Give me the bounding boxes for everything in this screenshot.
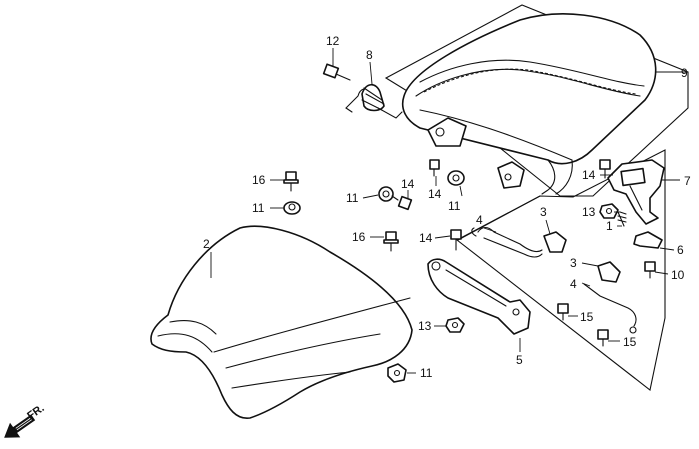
front-seat — [150, 225, 413, 419]
seat-bracket — [427, 258, 531, 335]
part-10-bolt — [644, 261, 656, 279]
callout-15-upper: 15 — [580, 310, 594, 324]
part-14-bolt-a — [391, 195, 413, 211]
callout-16-lower: 16 — [352, 230, 366, 244]
callout-11-left: 11 — [252, 201, 265, 215]
callout-5: 5 — [516, 353, 523, 367]
cowl-hook-tab — [497, 161, 525, 189]
cable-clip-upper — [543, 231, 567, 253]
part-11-grommet-right — [447, 170, 465, 186]
callout-4-lower: 4 — [570, 277, 577, 291]
callout-14-d: 14 — [582, 168, 596, 182]
part-14-bolt-c — [450, 229, 462, 251]
part-14-bolt-b — [429, 159, 440, 177]
part-12-bolt — [322, 63, 351, 81]
part-15-bolt-lower — [597, 329, 609, 347]
part-11-nut-bottom — [387, 363, 407, 383]
lock-spring — [617, 211, 627, 227]
callout-8: 8 — [366, 48, 373, 62]
seat-lock-cable-lower — [583, 283, 637, 334]
part-16-bolt-upper — [283, 171, 299, 192]
callout-15-lower: 15 — [623, 335, 637, 349]
callout-2: 2 — [203, 237, 210, 251]
callout-9: 9 — [681, 66, 688, 80]
callout-13-lower: 13 — [418, 319, 432, 333]
callout-14-c: 14 — [419, 231, 433, 245]
callout-11-mid: 11 — [346, 191, 359, 205]
callout-11-right: 11 — [448, 199, 461, 213]
callout-10: 10 — [671, 268, 685, 282]
leader-lines — [210, 48, 688, 374]
part-13-nut-right — [599, 203, 619, 219]
callout-12: 12 — [326, 34, 340, 48]
callout-4-upper: 4 — [476, 213, 483, 227]
seat-lock-assembly — [607, 159, 665, 225]
rear-seat-cowl — [401, 13, 657, 195]
callout-16-upper: 16 — [252, 173, 266, 187]
callout-11-bottom: 11 — [420, 366, 433, 380]
seat-lock-cable-upper — [471, 226, 543, 258]
callout-14-b: 14 — [428, 187, 442, 201]
callout-6: 6 — [677, 243, 684, 257]
callout-3-upper: 3 — [540, 205, 547, 219]
callout-13-right: 13 — [582, 205, 596, 219]
cable-clip-lower — [597, 261, 621, 283]
callout-1: 1 — [606, 219, 613, 233]
part-16-bolt-lower — [383, 231, 399, 252]
part-14-bolt-d — [599, 159, 611, 179]
front-arrow-icon — [4, 414, 36, 438]
seat-lock-spring — [345, 83, 403, 119]
callout-3-lower: 3 — [570, 256, 577, 270]
lock-stopper — [633, 231, 663, 249]
part-11-grommet-mid — [378, 186, 394, 202]
callout-7: 7 — [684, 174, 691, 188]
cowl-latch-tab — [427, 117, 467, 147]
callout-14-a: 14 — [401, 177, 415, 191]
part-11-nut-left — [283, 201, 301, 215]
part-13-nut-lower — [445, 317, 465, 333]
part-15-bolt-upper — [557, 303, 569, 321]
